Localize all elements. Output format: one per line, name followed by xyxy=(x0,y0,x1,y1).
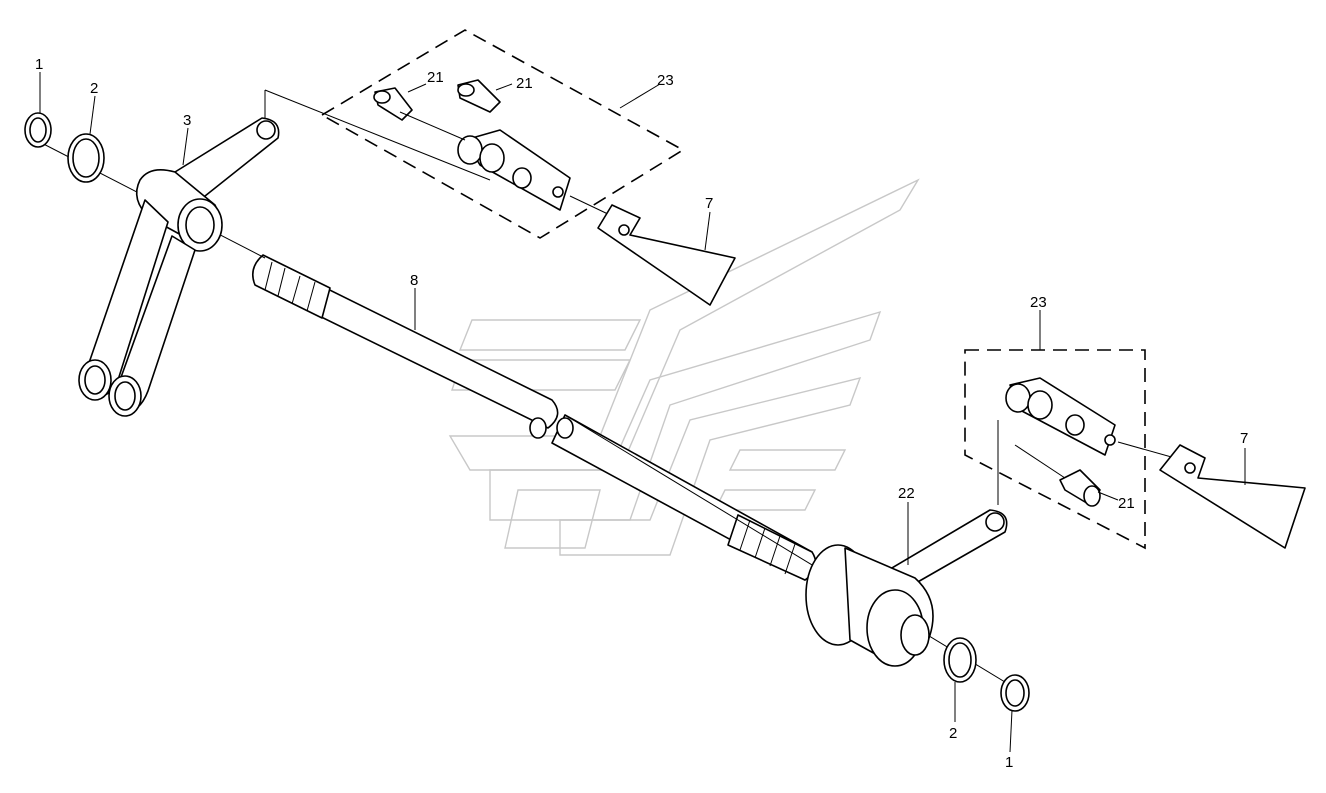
flag-part-7-top xyxy=(597,204,736,306)
lift-arm-part-3 xyxy=(78,117,280,417)
callout-23-top: 23 xyxy=(657,72,674,89)
snap-ring-part-1-right xyxy=(1000,674,1030,712)
clevis-part-top xyxy=(457,129,571,211)
callout-23-right: 23 xyxy=(1030,294,1047,311)
callout-2-right: 2 xyxy=(949,725,957,742)
callout-8: 8 xyxy=(410,272,418,289)
callout-21-right: 21 xyxy=(1118,495,1135,512)
assembly-group-23-right xyxy=(964,349,1176,550)
callout-leaders xyxy=(39,72,1246,753)
assembly-group-23-top xyxy=(264,29,685,239)
callout-21-b: 21 xyxy=(516,75,533,92)
callout-21-a: 21 xyxy=(427,69,444,86)
callout-1-right: 1 xyxy=(1005,754,1013,771)
callout-1-left: 1 xyxy=(35,56,43,73)
callout-labels: 1 2 3 21 21 23 7 8 23 7 22 21 2 1 xyxy=(35,56,1248,771)
shaft-part-8 xyxy=(252,254,817,581)
callout-2-left: 2 xyxy=(90,80,98,97)
clevis-part-right xyxy=(1005,377,1116,456)
arm-hub-part-22 xyxy=(805,420,1008,667)
callout-7-top: 7 xyxy=(705,195,713,212)
callout-3: 3 xyxy=(183,112,191,129)
washer-part-2-right xyxy=(943,637,977,683)
washer-part-2-left xyxy=(67,133,105,183)
pin-part-21-b xyxy=(457,79,501,113)
callout-7-right: 7 xyxy=(1240,430,1248,447)
snap-ring-part-1-left xyxy=(24,112,52,148)
flag-part-7-right xyxy=(1159,444,1306,549)
callout-22: 22 xyxy=(898,485,915,502)
pin-part-21-right xyxy=(1059,469,1101,507)
